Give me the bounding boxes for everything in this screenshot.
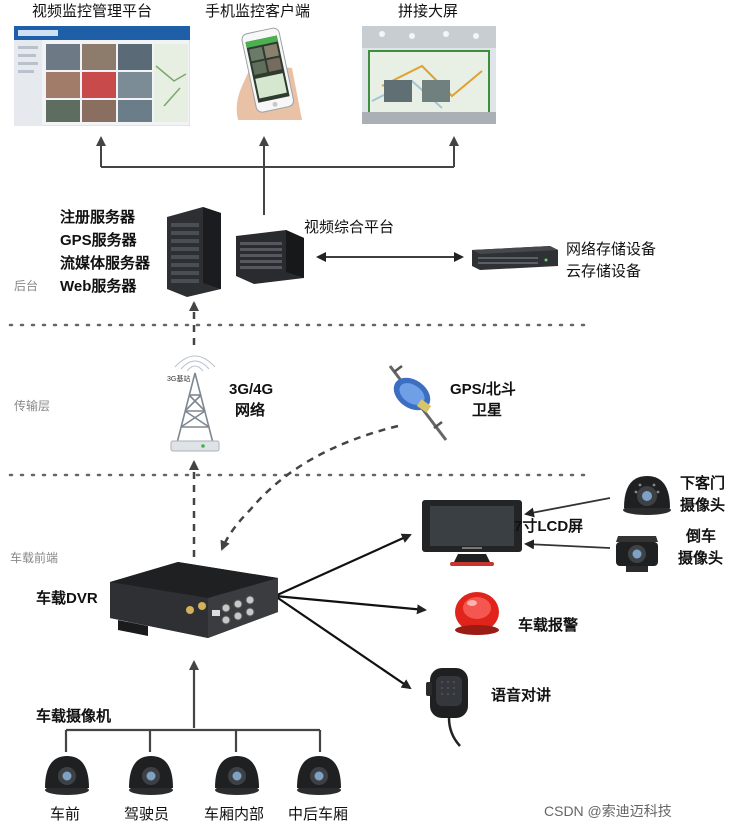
driver-camera-image: [129, 756, 173, 795]
layer-label-vehicle: 车载前端: [10, 551, 59, 565]
camera-label-driver: 驾驶员: [124, 806, 170, 823]
door-camera-image: [623, 476, 671, 515]
watermark-text: CSDN @索迪迈科技: [544, 803, 672, 819]
server-label-register: 注册服务器: [60, 209, 136, 226]
door-camera-label-line2: 摄像头: [680, 497, 726, 514]
server-label-streaming: 流媒体服务器: [60, 255, 151, 272]
alarm-light-image: [455, 592, 499, 635]
storage-label-network: 网络存储设备: [566, 241, 657, 258]
phone-client-image: [236, 27, 302, 120]
server-label-gps: GPS服务器: [60, 232, 137, 249]
cell-tower-icon: [170, 355, 220, 452]
platform-screenshot-image: [14, 26, 190, 126]
storage-device-image: [472, 246, 558, 270]
wall-title: 拼接大屏: [398, 3, 459, 20]
dvr-output-arrows: [274, 533, 427, 690]
front-camera-image: [45, 756, 89, 795]
video-platform-image: [236, 230, 304, 284]
output-distribution-arrows: [96, 136, 459, 215]
cabin-camera-image: [215, 756, 259, 795]
reverse-camera-label-line2: 摄像头: [678, 550, 724, 567]
camera-to-lcd-arrows: [524, 497, 611, 550]
video-wall-image: [362, 26, 496, 124]
network-label-line2: 网络: [235, 402, 266, 419]
camera-label-front: 车前: [50, 806, 81, 823]
camera-bus-arrows: [64, 660, 322, 752]
rear-camera-image: [297, 756, 341, 795]
network-label-line1: 3G/4G: [229, 381, 274, 398]
intercom-label: 语音对讲: [491, 687, 552, 704]
satellite-to-dvr-arrow: [220, 424, 399, 551]
lcd-label: 7寸LCD屏: [514, 518, 584, 535]
door-camera-label-line1: 下客门: [680, 475, 726, 492]
vehicle-dvr-image: [110, 562, 278, 638]
mobile-title: 手机监控客户端: [205, 3, 311, 20]
platform-title: 视频监控管理平台: [32, 3, 153, 20]
reverse-camera-image: [616, 536, 658, 572]
camera-group-label: 车载摄像机: [36, 708, 112, 725]
lcd-monitor-image: [422, 500, 522, 566]
reverse-camera-label-line1: 倒车: [686, 528, 717, 545]
alarm-label: 车载报警: [518, 617, 579, 634]
layer-label-transport: 传输层: [14, 399, 51, 413]
server-label-web: Web服务器: [60, 278, 137, 295]
storage-label-cloud: 云存储设备: [566, 263, 642, 280]
camera-label-rear: 中后车厢: [288, 806, 349, 823]
dvr-label: 车载DVR: [36, 590, 98, 607]
satellite-icon: [388, 365, 448, 441]
intercom-mic-image: [426, 668, 468, 747]
video-platform-label: 视频综合平台: [304, 219, 395, 236]
satellite-label-line2: 卫星: [472, 402, 503, 419]
tower-tag: 3G基站: [167, 376, 191, 383]
camera-label-cabin: 车厢内部: [204, 806, 265, 823]
satellite-label-line1: GPS/北斗: [450, 381, 516, 398]
server-rack-image: [167, 207, 221, 297]
layer-label-backend: 后台: [14, 279, 39, 293]
